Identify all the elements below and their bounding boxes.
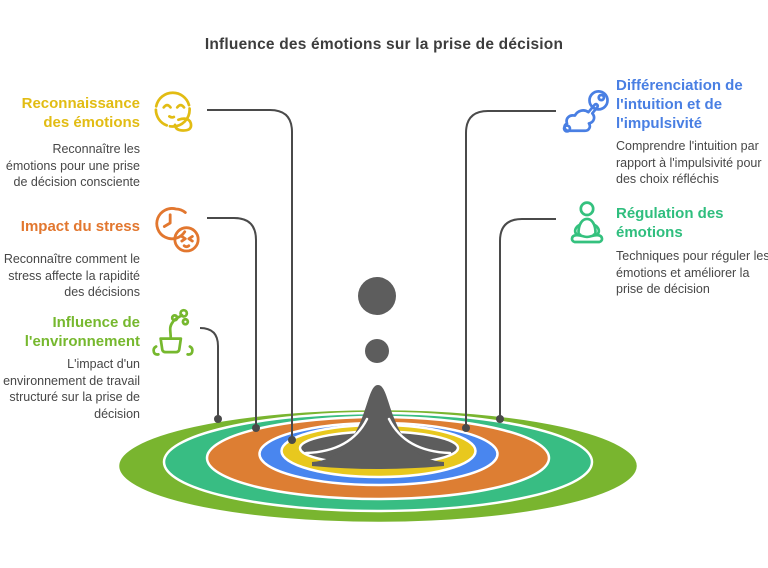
right-item-intuition: Différenciation de l'intuition et de l'i… [616,76,766,133]
connector-lines [199,109,556,437]
left-item-reconnaissance-body: Reconnaître les émotions pour une prise … [5,142,140,189]
left-item-stress-body-wrap: Reconnaître comment le stress affecte la… [0,251,140,301]
left-item-stress-body: Reconnaître comment le stress affecte la… [3,252,140,299]
right-item-intuition-body: Comprendre l'intuition par rapport à l'i… [616,139,762,186]
right-item-regulation-body: Techniques pour réguler les émotions et … [616,249,768,296]
connector-dot-environnement [214,415,222,423]
connector-dot-regulation [496,415,504,423]
left-item-environnement: Influence de l'environnement [0,313,140,351]
connector-dot-reconnaissance [288,436,296,444]
splash-column [312,385,444,469]
right-item-regulation-body-wrap: Techniques pour réguler les émotions et … [616,248,768,298]
right-item-regulation-heading: Régulation des émotions [616,205,724,241]
page-title: Influence des émotions sur la prise de d… [204,36,564,53]
droplet-small [365,339,389,363]
connector-environnement [199,327,219,416]
left-item-environnement-heading: Influence de l'environnement [24,314,140,350]
connector-intuition [465,110,556,425]
splash-highlight-right [387,417,452,455]
left-item-reconnaissance-heading: Reconnaissance des émotions [21,95,140,131]
connector-reconnaissance [207,109,293,437]
right-item-regulation: Régulation des émotions [616,204,758,242]
droplet-large [358,277,396,315]
connector-dot-stress [252,424,260,432]
left-item-stress: Impact du stress [0,217,140,236]
connector-stress [207,217,257,425]
connector-dot-intuition [462,424,470,432]
left-item-environnement-body-wrap: L'impact d'un environnement de travail s… [0,356,140,422]
left-item-reconnaissance-body-wrap: Reconnaître les émotions pour une prise … [0,141,140,191]
water-splash [304,277,452,469]
left-item-stress-heading: Impact du stress [20,218,140,235]
splash-highlight-left [304,417,369,455]
plant-pot-icon [146,306,200,360]
right-item-intuition-body-wrap: Comprendre l'intuition par rapport à l'i… [616,138,768,188]
connector-regulation [499,218,556,416]
stress-clock-icon [148,202,204,258]
rabbit-clock-icon [558,88,612,142]
left-item-environnement-body: L'impact d'un environnement de travail s… [3,357,140,421]
left-item-reconnaissance: Reconnaissance des émotions [0,94,140,132]
connector-dots [214,415,504,444]
right-item-intuition-heading: Différenciation de l'intuition et de l'i… [616,77,743,132]
meditation-icon [560,197,614,251]
thinking-face-icon [148,86,202,140]
